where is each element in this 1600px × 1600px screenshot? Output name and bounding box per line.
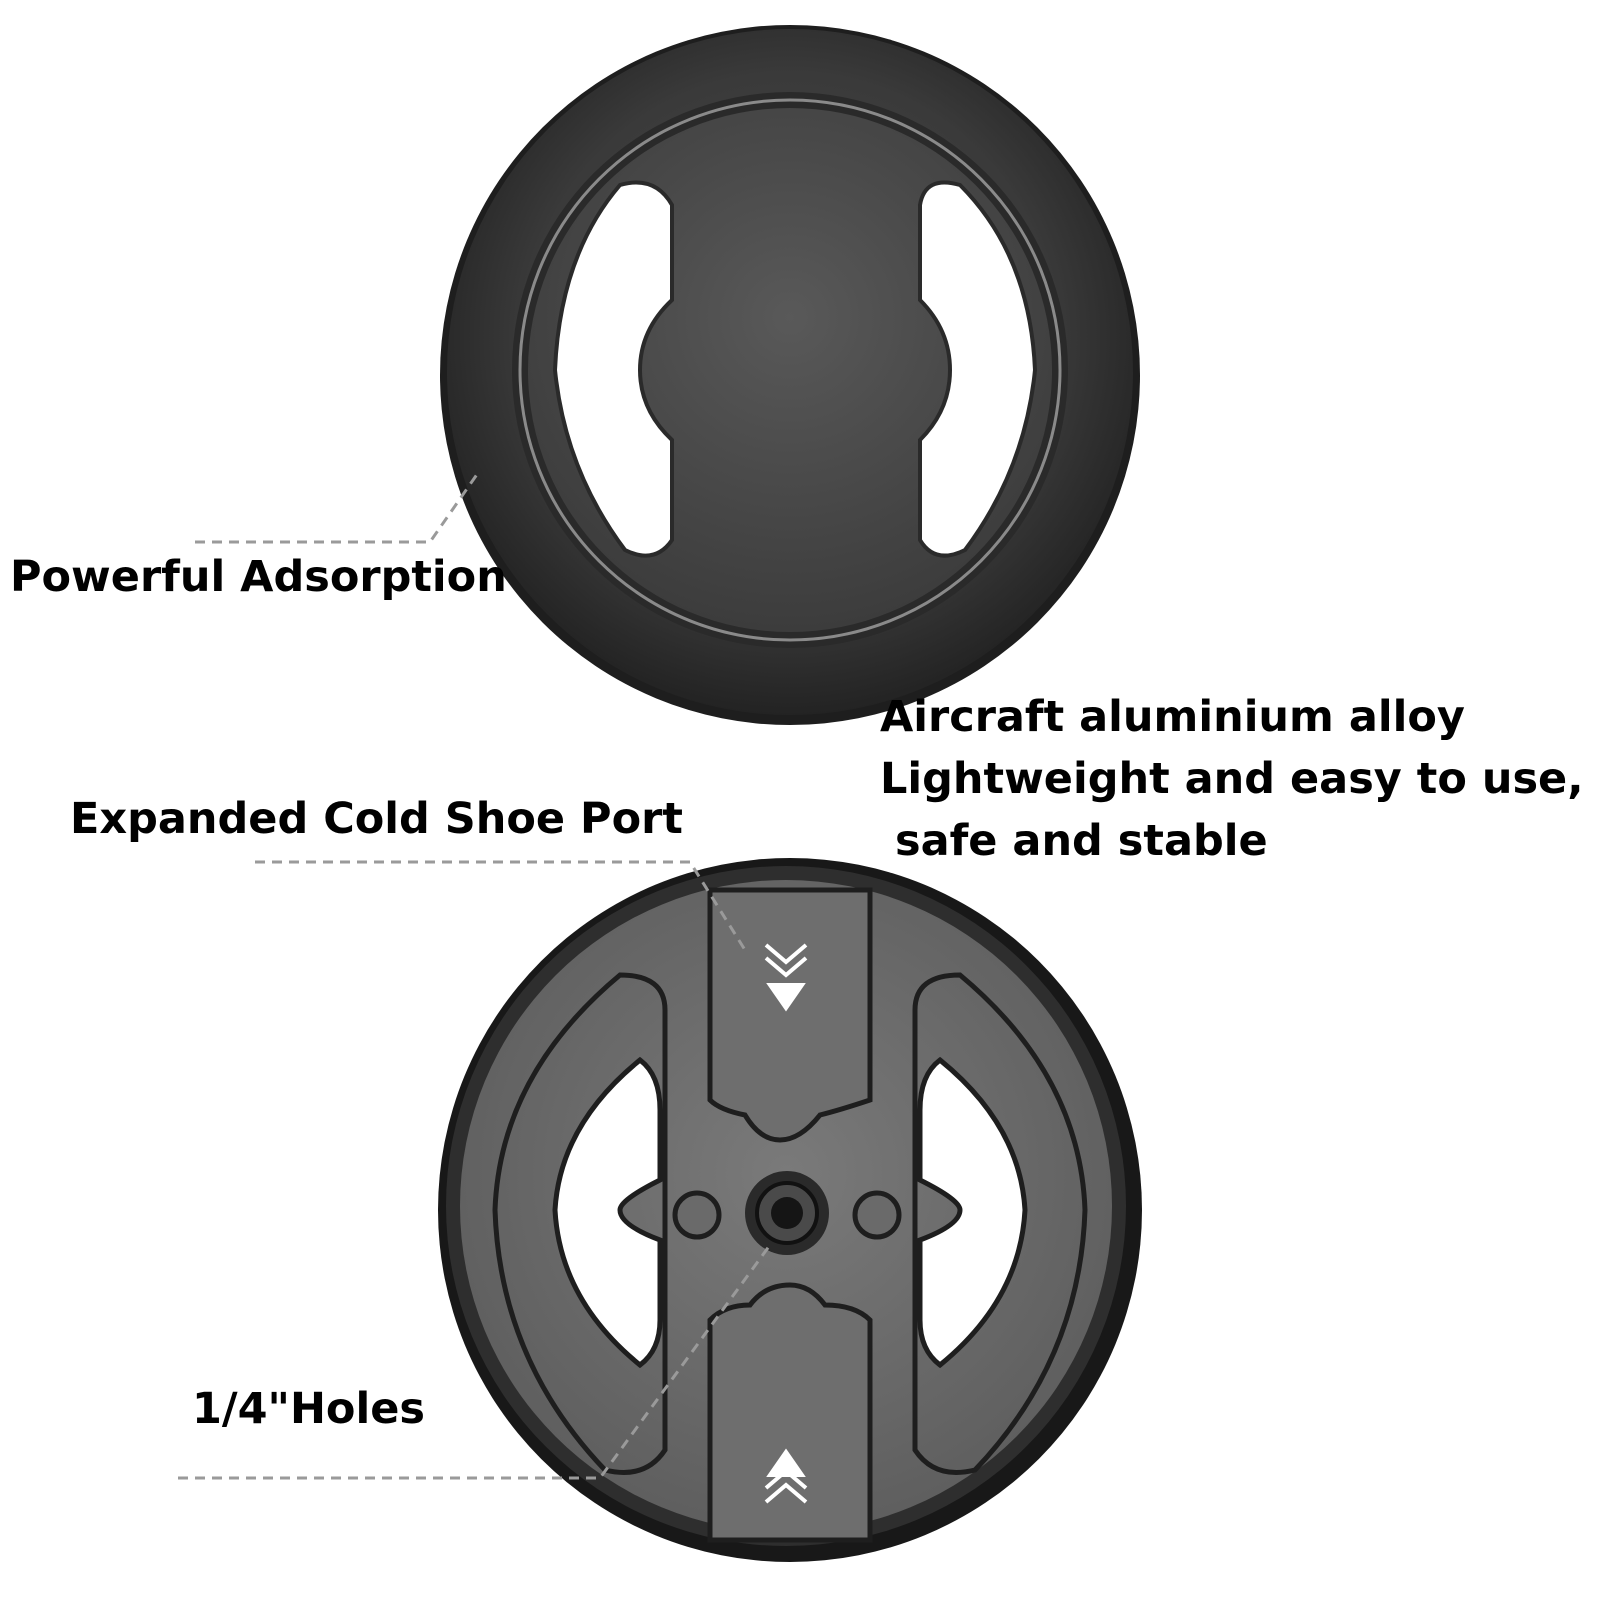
callout-quarter-inch-holes: 1/4"Holes bbox=[192, 1384, 425, 1434]
magnetic-ring-top-view bbox=[440, 25, 1140, 725]
callout-cold-shoe-port: Expanded Cold Shoe Port bbox=[70, 794, 683, 844]
material-line-2: Lightweight and easy to use, bbox=[880, 754, 1584, 804]
callout-powerful-adsorption: Powerful Adsorption bbox=[10, 552, 507, 602]
leader-lines bbox=[178, 469, 772, 1480]
chevron-arrow-icon bbox=[764, 943, 808, 1504]
mount-plate-bottom-view bbox=[438, 858, 1142, 1562]
material-line-3: safe and stable bbox=[880, 816, 1268, 866]
callout-material-features: Aircraft aluminium alloy Lightweight and… bbox=[880, 686, 1584, 872]
material-line-1: Aircraft aluminium alloy bbox=[880, 692, 1465, 742]
